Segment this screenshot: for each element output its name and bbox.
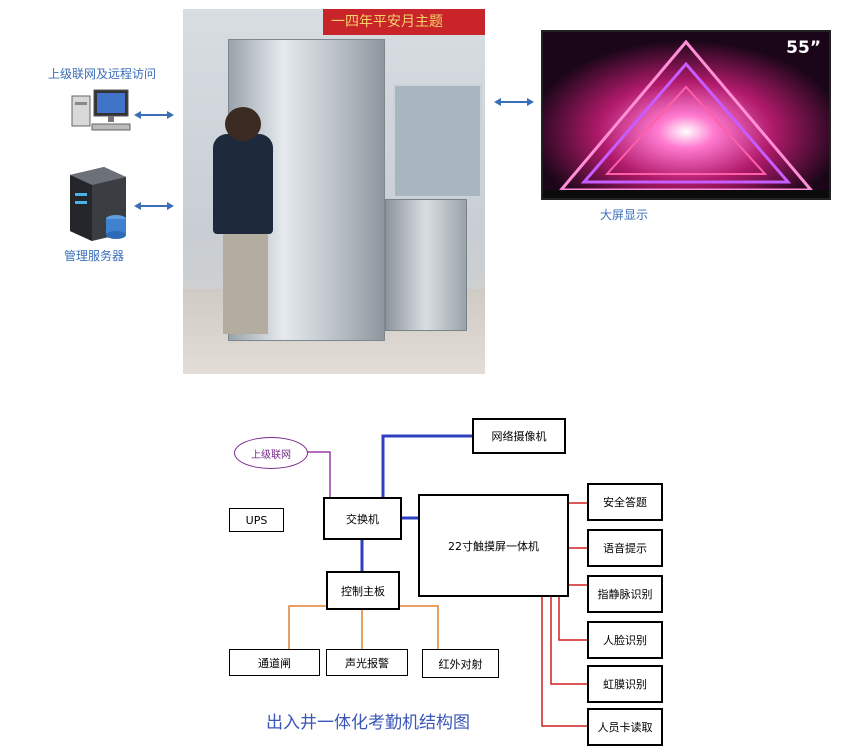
camera-box: 网络摄像机	[472, 418, 566, 454]
uplink-node: 上级联网	[234, 437, 308, 469]
switch-box: 交换机	[323, 497, 402, 540]
infrared-connector	[400, 606, 438, 649]
module-finger-vein: 指静脉识别	[587, 575, 663, 613]
gate-box: 通道闸	[229, 649, 320, 676]
infrared-box: 红外对射	[422, 649, 499, 678]
gate-connector	[289, 606, 326, 649]
module-voice-prompt: 语音提示	[587, 529, 663, 567]
ups-box: UPS	[229, 508, 284, 532]
alarm-box: 声光报警	[326, 649, 408, 676]
terminal-box: 22寸触摸屏一体机	[418, 494, 569, 597]
controller-box: 控制主板	[326, 571, 400, 610]
uplink-connector	[306, 452, 330, 497]
module-connector-6	[542, 597, 587, 726]
module-face-recognition: 人脸识别	[587, 621, 663, 659]
module-card-reader: 人员卡读取	[587, 708, 663, 746]
module-safety-quiz: 安全答题	[587, 483, 663, 521]
module-iris-recognition: 虹膜识别	[587, 665, 663, 703]
camera-connector	[383, 436, 472, 497]
diagram-caption: 出入井一体化考勤机结构图	[266, 708, 470, 733]
module-connector-4	[559, 597, 587, 640]
